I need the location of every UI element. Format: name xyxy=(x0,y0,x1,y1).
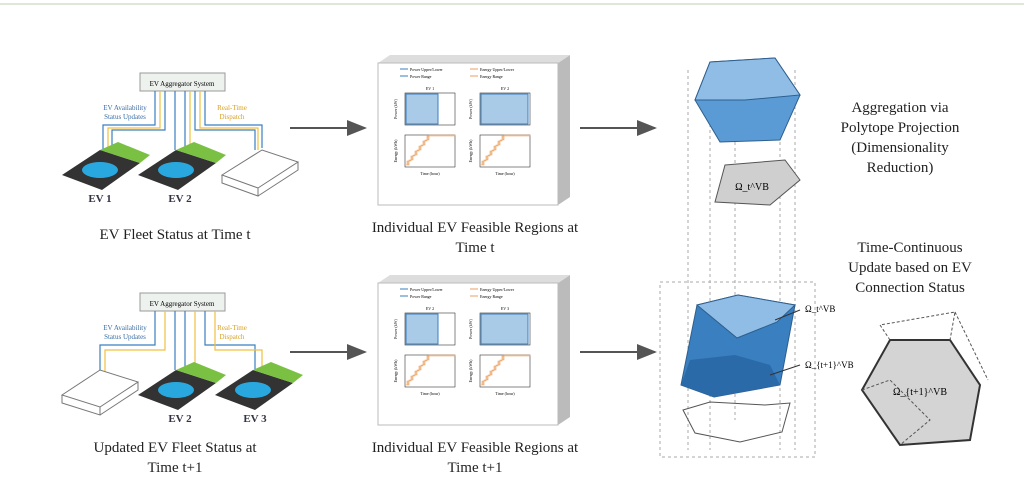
power-range xyxy=(405,93,439,125)
y-axis-label: Energy (kWh) xyxy=(468,139,473,163)
plot-title: EV 1 xyxy=(426,86,434,91)
legend-entry: Power Range xyxy=(410,74,432,79)
energy-plot xyxy=(404,134,456,168)
energy-range xyxy=(405,134,456,166)
polytope-detail: Ω_{t+1}^VB xyxy=(860,311,989,447)
svg-text:Ω_{t+1}^VB: Ω_{t+1}^VB xyxy=(805,360,854,370)
x-axis-label: Time (hour) xyxy=(495,171,515,176)
svg-text:EV Availability: EV Availability xyxy=(103,104,147,112)
svg-text:Ω_{t+1}^VB: Ω_{t+1}^VB xyxy=(893,387,947,398)
power-range xyxy=(405,313,439,345)
fleet-row1: EV Aggregator System EV Availability Sta… xyxy=(62,72,300,205)
car-icon xyxy=(158,162,194,178)
legend-entry: Energy Upper/Lower xyxy=(480,67,515,72)
plot-title: EV 2 xyxy=(426,306,434,311)
aggregated-polytope-t: Ω_t^VB xyxy=(694,57,801,206)
energy-range xyxy=(480,354,531,386)
energy-range xyxy=(480,134,531,166)
y-axis-label: Power (kW) xyxy=(468,99,473,119)
energy-range xyxy=(405,354,456,386)
svg-text:Real-Time: Real-Time xyxy=(217,104,247,112)
svg-text:Status Updates: Status Updates xyxy=(104,333,146,341)
plot-title: EV 3 xyxy=(501,306,509,311)
y-axis-label: Power (kW) xyxy=(468,319,473,339)
car-icon xyxy=(82,162,118,178)
fleet-row2: EV Aggregator System EV Availability Sta… xyxy=(60,292,303,425)
projection-omega-t xyxy=(714,159,801,206)
aggregator-box xyxy=(139,72,226,92)
empty-slot xyxy=(220,149,300,197)
svg-text:EV 2: EV 2 xyxy=(168,193,192,205)
y-axis-label: Energy (kWh) xyxy=(468,359,473,383)
legend-entry: Power Upper/Lower xyxy=(410,67,443,72)
svg-text:EV Aggregator System: EV Aggregator System xyxy=(150,300,215,308)
legend-entry: Energy Range xyxy=(480,74,503,79)
power-range xyxy=(480,313,529,345)
svg-text:Dispatch: Dispatch xyxy=(220,333,245,341)
legend-entry: Energy Upper/Lower xyxy=(480,287,515,292)
y-axis-label: Energy (kWh) xyxy=(393,139,398,163)
x-axis-label: Time (hour) xyxy=(420,171,440,176)
svg-text:EV 3: EV 3 xyxy=(243,413,267,425)
energy-plot xyxy=(404,354,456,388)
power-range xyxy=(480,93,529,125)
legend-entry: Energy Range xyxy=(480,294,503,299)
aggregator-box xyxy=(139,292,226,312)
car-icon xyxy=(158,382,194,398)
svg-text:Ω_t^VB: Ω_t^VB xyxy=(735,182,769,193)
car-icon xyxy=(235,382,271,398)
legend-entry: Power Upper/Lower xyxy=(410,287,443,292)
energy-plot xyxy=(479,134,531,168)
y-axis-label: Power (kW) xyxy=(393,319,398,339)
svg-text:Status Updates: Status Updates xyxy=(104,113,146,121)
empty-slot xyxy=(60,369,140,416)
y-axis-label: Power (kW) xyxy=(393,99,398,119)
svg-text:EV 1: EV 1 xyxy=(88,193,111,205)
svg-text:Real-Time: Real-Time xyxy=(217,324,247,332)
y-axis-label: Energy (kWh) xyxy=(393,359,398,383)
x-axis-label: Time (hour) xyxy=(495,391,515,396)
aggregated-polytope-t1: Ω_t^VB Ω_{t+1}^VB xyxy=(680,294,854,443)
svg-text:EV 2: EV 2 xyxy=(168,413,192,425)
svg-text:Dispatch: Dispatch xyxy=(220,113,245,121)
row1-caption: EV Fleet Status at Time t xyxy=(99,227,251,243)
svg-text:EV Aggregator System: EV Aggregator System xyxy=(150,80,215,88)
x-axis-label: Time (hour) xyxy=(420,391,440,396)
energy-plot xyxy=(479,354,531,388)
svg-text:EV Availability: EV Availability xyxy=(103,324,147,332)
legend-entry: Power Range xyxy=(410,294,432,299)
plot-title: EV 2 xyxy=(501,86,509,91)
svg-text:Ω_t^VB: Ω_t^VB xyxy=(805,304,835,314)
